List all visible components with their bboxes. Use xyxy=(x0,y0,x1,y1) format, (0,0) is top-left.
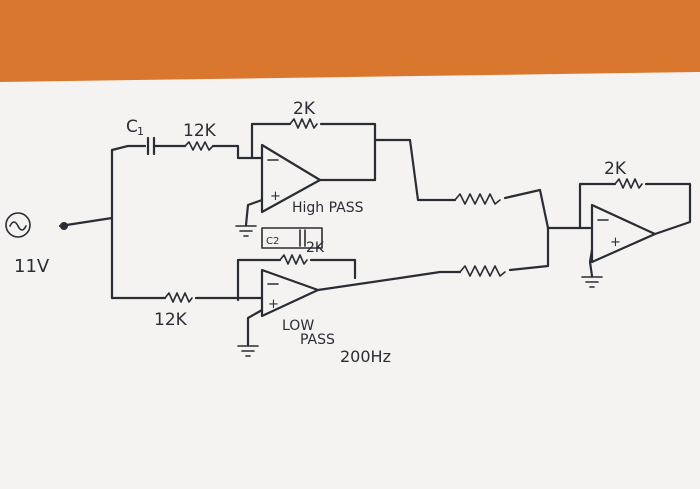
low-pass-label-2: PASS xyxy=(300,332,335,348)
low-pass-frequency: 200Hz xyxy=(340,347,391,366)
resistor-12k-top xyxy=(184,141,214,151)
capacitor-c2-label: C2 xyxy=(266,236,279,247)
resistor-2k-fb-out xyxy=(614,178,643,189)
ground-2 xyxy=(237,345,259,357)
low-pass-label-1: LOW xyxy=(282,318,314,334)
opamp3-plus: + xyxy=(610,235,621,250)
resistor-hp-to-summer xyxy=(454,193,501,205)
resistor-2k-fb-top xyxy=(289,118,318,129)
opamp2-plus: + xyxy=(268,297,279,312)
resistor-lp-to-summer xyxy=(459,265,506,277)
r-fb-top-label: 2K xyxy=(293,99,316,119)
c2-box xyxy=(261,227,323,249)
opamp-summer xyxy=(590,203,657,264)
c1-label: C xyxy=(126,117,138,137)
ac-source xyxy=(5,212,114,238)
resistor-12k-bottom xyxy=(164,292,193,303)
sine-icon xyxy=(9,221,27,231)
r-in-bottom-label: 12K xyxy=(154,310,188,330)
resistor-2k-fb-mid xyxy=(279,254,308,265)
paper-sheet xyxy=(0,72,700,489)
source-voltage-label: 11V xyxy=(14,256,50,277)
ground-1 xyxy=(235,225,257,237)
opamp1-plus: + xyxy=(270,189,281,204)
r-in-top-label: 12K xyxy=(183,121,217,141)
r-fb-mid-label: 2K xyxy=(306,240,325,256)
high-pass-label: High PASS xyxy=(292,200,364,216)
c1-subscript: 1 xyxy=(137,125,144,138)
capacitor-c2 xyxy=(299,229,306,247)
opamp-high-pass xyxy=(260,143,322,214)
ground-3 xyxy=(581,276,603,288)
wire-to-c1 xyxy=(110,144,147,152)
opamp-low-pass xyxy=(260,268,320,318)
r-fb-out-label: 2K xyxy=(604,159,627,179)
